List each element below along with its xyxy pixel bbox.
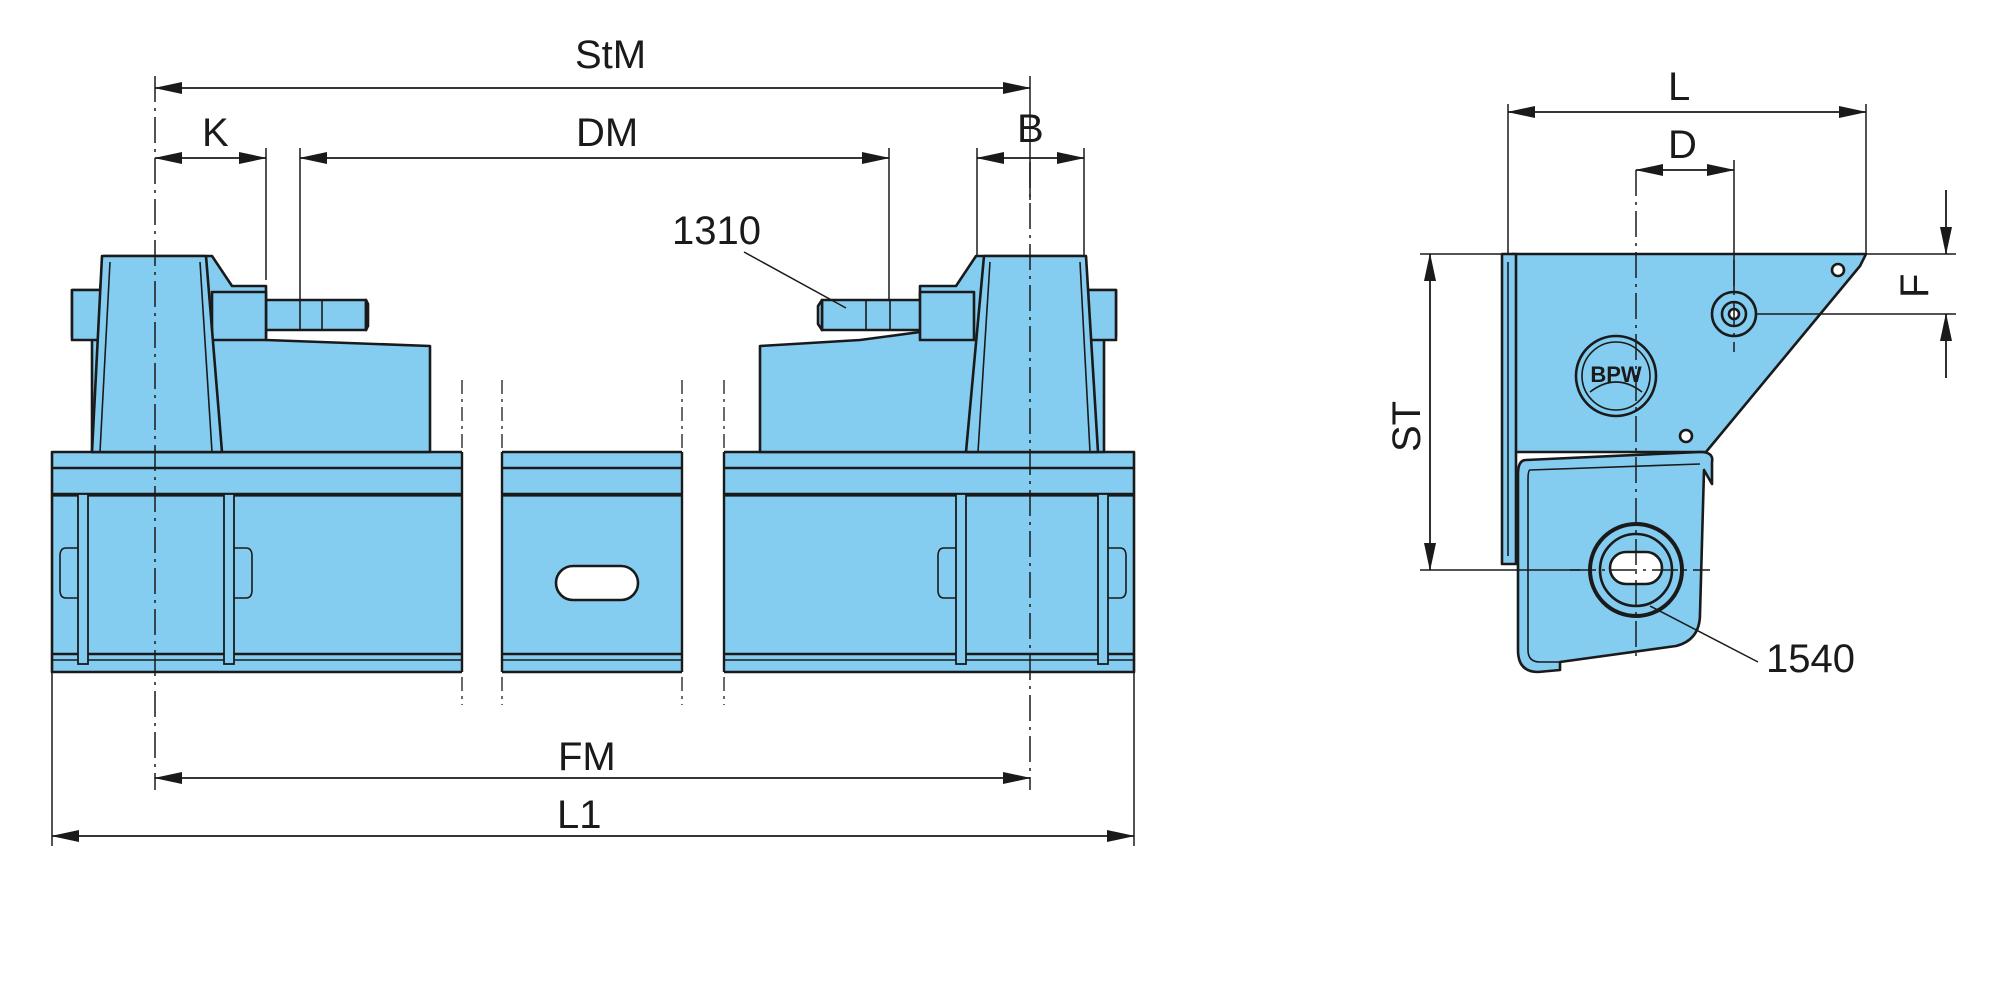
dim-fm: FM [154,735,1031,784]
dim-dm: DM [299,111,890,300]
label-k: K [202,111,229,155]
dim-stm: StM [154,33,1031,200]
right-bracket [758,254,1127,665]
dim-st: ST [1385,253,1580,571]
label-l: L [1668,65,1690,109]
logo-text: BPW [1590,362,1642,387]
cross-beam [50,450,1136,674]
callout-1540: 1540 [1649,605,1855,681]
beam-slot [554,564,640,602]
label-1540: 1540 [1766,637,1855,681]
label-st: ST [1385,401,1429,452]
front-view: StM K DM B FM [50,33,1136,846]
callout-1310: 1310 [672,209,847,309]
dim-l: L [1507,65,1867,254]
label-b: B [1017,107,1044,151]
dim-d: D [1635,123,1735,292]
bpw-logo-icon: BPW [1574,334,1658,418]
label-stm: StM [575,33,646,77]
small-hole-top [1830,262,1846,278]
label-f: F [1893,274,1937,298]
label-dm: DM [576,111,638,155]
label-1310: 1310 [672,209,761,253]
dim-f: F [1756,190,1956,378]
side-view: BPW L D F [1385,65,1956,681]
side-bracket-plate [1510,252,1868,454]
break-gaps [460,380,726,705]
left-bracket [59,254,432,665]
label-fm: FM [558,735,616,779]
dim-l1: L1 [51,672,1135,846]
label-l1: L1 [557,793,602,837]
label-d: D [1668,123,1697,167]
side-mount-plate [1500,252,1518,566]
dim-b: B [976,107,1085,256]
dim-k: K [154,111,267,280]
small-hole-bottom [1678,428,1694,444]
